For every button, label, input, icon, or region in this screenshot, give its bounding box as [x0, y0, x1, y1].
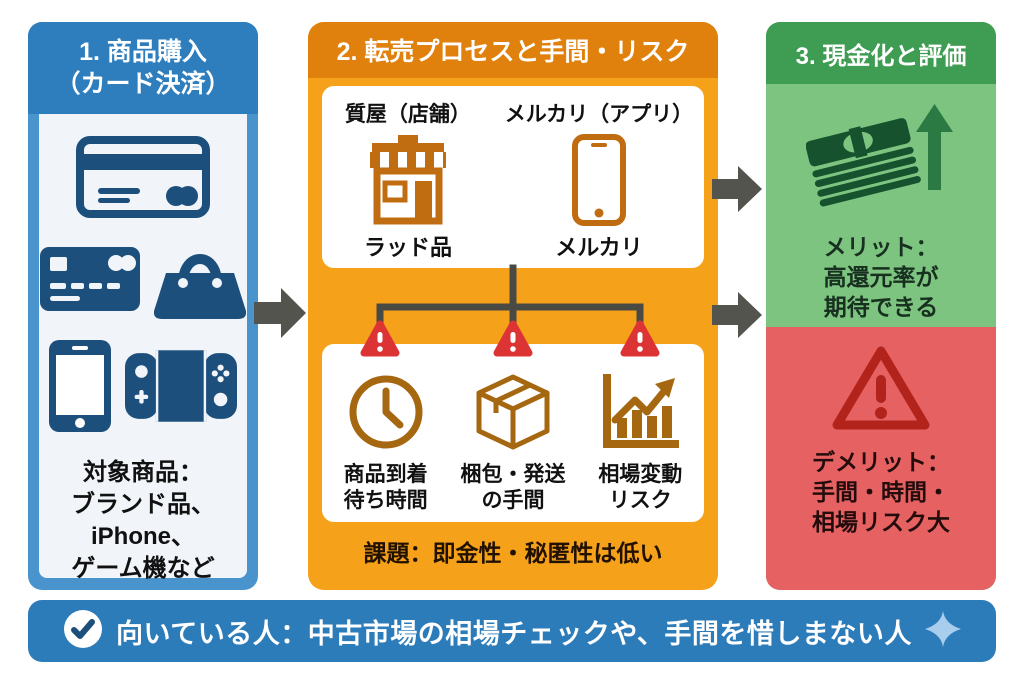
channel-app: メルカリ（アプリ） メルカリ [494, 86, 704, 268]
warning-triangle-icon [831, 343, 931, 440]
market-chart-icon [599, 370, 681, 454]
step2-title: 2. 転売プロセスと手間・リスク [336, 38, 690, 66]
cash-stack-up-icon [805, 102, 956, 227]
merit-zone: メリット： 高還元率が 期待できる [766, 84, 996, 327]
store-caption: ラッド品 [363, 235, 452, 260]
arrow-step2-to-merit-icon [712, 162, 762, 221]
step1-header: 1. 商品購入 （カード決済） [28, 22, 258, 114]
demerit-text: デメリット： 手間・時間・ 相場リスク大 [812, 449, 950, 535]
package-box-icon [473, 370, 553, 454]
handbag-icon [153, 237, 247, 326]
step2-risks-panel: 商品到着 待ち時間 梱包・発送 の手間 [322, 344, 704, 522]
step3-panel: 3. 現金化と評価 [766, 22, 996, 590]
app-caption: メルカリ [555, 235, 643, 260]
clock-icon [346, 370, 426, 454]
step1-caption: 対象商品： ブランド品、 iPhone、 ゲーム機など [71, 459, 215, 582]
store-label: 質屋（店舗） [344, 103, 471, 126]
risk-wait-time: 商品到着 待ち時間 [322, 344, 449, 522]
step1-icon-row-2 [49, 340, 237, 437]
credit-card-icon [76, 136, 210, 223]
demerit-zone: デメリット： 手間・時間・ 相場リスク大 [766, 327, 996, 590]
risk-packing: 梱包・発送 の手間 [449, 344, 576, 522]
footer-banner: 向いている人：中古市場の相場チェックや、手間を惜しまない人 [28, 600, 996, 662]
risk-wait-label: 商品到着 待ち時間 [343, 463, 428, 513]
step1-body: 対象商品： ブランド品、 iPhone、 ゲーム機など [39, 114, 247, 582]
sparkle-icon [924, 610, 961, 652]
footer-text: 向いている人：中古市場の相場チェックや、手間を惜しまない人 [116, 618, 912, 649]
smartphone-outline-icon [571, 132, 626, 228]
app-label: メルカリ（アプリ） [504, 103, 694, 126]
risk-packing-label: 梱包・発送 の手間 [460, 463, 566, 513]
channel-store: 質屋（店舗） ラッド品 [322, 86, 494, 268]
step2-channels-panel: 質屋（店舗） ラッド品 [322, 86, 704, 268]
step2-note: 課題：即金性・秘匿性は低い [363, 540, 663, 566]
step2-panel: 2. 転売プロセスと手間・リスク 質屋（店舗） [308, 22, 718, 590]
step1-icon-row-1 [40, 237, 247, 326]
game-console-icon [125, 350, 237, 427]
check-circle-icon [63, 609, 103, 654]
merit-text: メリット： 高還元率が 期待できる [823, 234, 939, 320]
step1-panel: 1. 商品購入 （カード決済） [28, 22, 258, 590]
arrow-step2-to-demerit-icon [712, 288, 762, 347]
step1-title: 1. 商品購入 （カード決済） [55, 37, 231, 99]
arrow-step1-to-step2-icon [254, 283, 306, 348]
credit-card-alt-icon [40, 247, 140, 316]
step3-title: 3. 現金化と評価 [795, 42, 967, 70]
risk-market-label: 相場変動 リスク [598, 463, 683, 513]
smartphone-icon [49, 340, 111, 437]
risk-market: 相場変動 リスク [577, 344, 704, 522]
step2-header: 2. 転売プロセスと手間・リスク [308, 22, 718, 78]
step3-header: 3. 現金化と評価 [766, 22, 996, 84]
storefront-icon [368, 132, 448, 228]
